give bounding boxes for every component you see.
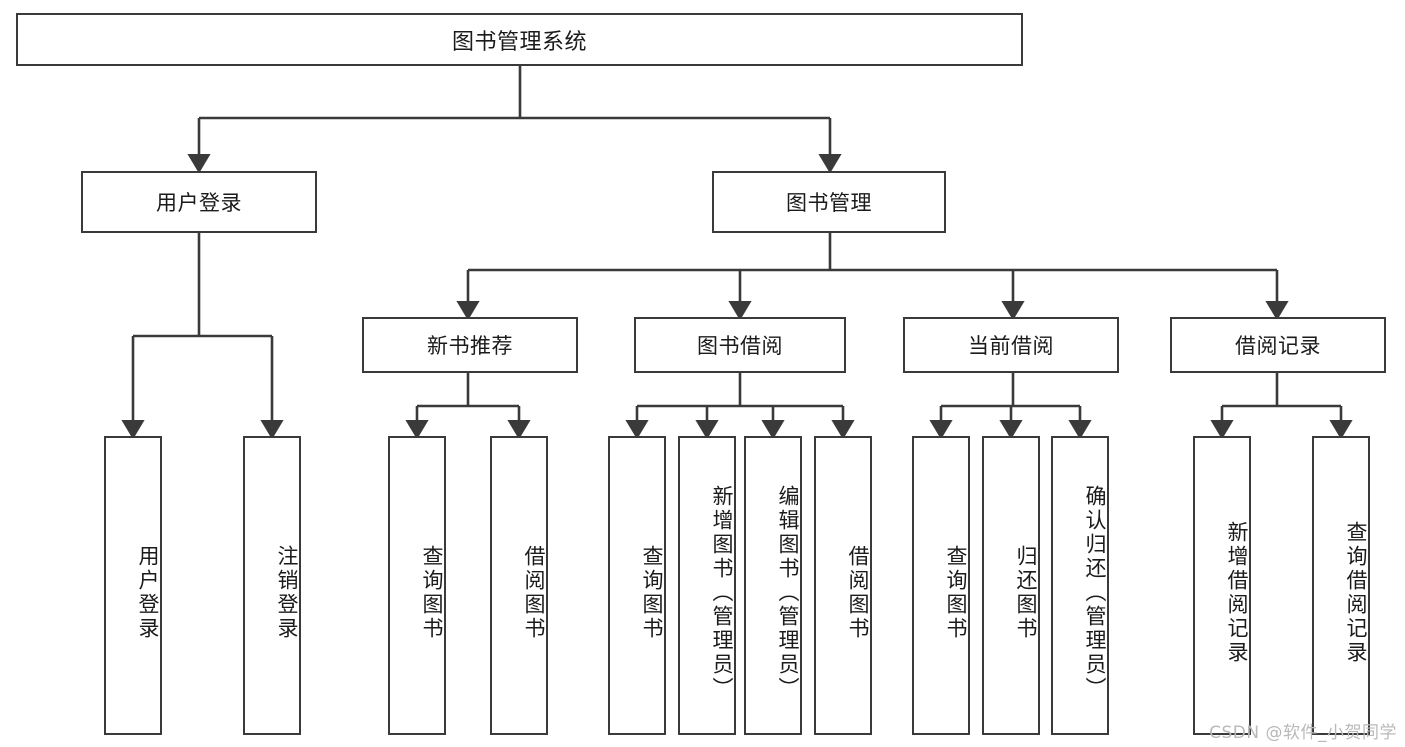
node-current-borrow[interactable]: 当前借阅 [903, 317, 1119, 373]
node-label: 确认归还（管理员） [1083, 484, 1107, 701]
node-label: 新书推荐 [427, 334, 513, 358]
node-label: 借阅记录 [1235, 334, 1321, 358]
node-label: 注销登录 [275, 544, 299, 641]
leaf-current-confirm-return-admin[interactable]: 确认归还（管理员） [1051, 436, 1109, 735]
node-label: 用户登录 [156, 191, 242, 215]
leaf-borrow-borrow-book[interactable]: 借阅图书 [814, 436, 872, 735]
node-label: 查询图书 [640, 544, 664, 641]
node-label: 图书管理 [786, 191, 872, 215]
node-user-login[interactable]: 用户登录 [81, 171, 317, 233]
node-label: 编辑图书（管理员） [776, 484, 800, 701]
node-label: 用户登录 [136, 544, 160, 641]
node-label: 查询图书 [944, 544, 968, 641]
csdn-watermark: CSDN @软件_小贺同学 [1209, 723, 1397, 743]
node-label: 图书管理系统 [451, 29, 587, 55]
leaf-recommend-borrow-book[interactable]: 借阅图书 [490, 436, 548, 735]
node-label: 图书借阅 [697, 334, 783, 358]
node-borrow-record[interactable]: 借阅记录 [1170, 317, 1386, 373]
node-label: 查询借阅记录 [1344, 520, 1368, 665]
node-book-borrow[interactable]: 图书借阅 [634, 317, 846, 373]
leaf-user-login-logout[interactable]: 注销登录 [243, 436, 301, 735]
node-label: 查询图书 [420, 544, 444, 641]
node-label: 借阅图书 [846, 544, 870, 641]
leaf-recommend-query-book[interactable]: 查询图书 [388, 436, 446, 735]
leaf-user-login-login[interactable]: 用户登录 [104, 436, 162, 735]
node-label: 当前借阅 [968, 334, 1054, 358]
node-new-book-recommend[interactable]: 新书推荐 [362, 317, 578, 373]
leaf-current-return-book[interactable]: 归还图书 [982, 436, 1040, 735]
node-label: 新增图书（管理员） [710, 484, 734, 701]
node-label: 新增借阅记录 [1225, 520, 1249, 665]
leaf-current-query-book[interactable]: 查询图书 [912, 436, 970, 735]
leaf-borrow-query-book[interactable]: 查询图书 [608, 436, 666, 735]
leaf-record-add-record[interactable]: 新增借阅记录 [1193, 436, 1251, 735]
node-book-management[interactable]: 图书管理 [712, 171, 946, 233]
leaf-borrow-add-book-admin[interactable]: 新增图书（管理员） [678, 436, 736, 735]
leaf-record-query-record[interactable]: 查询借阅记录 [1312, 436, 1370, 735]
node-label: 归还图书 [1014, 544, 1038, 641]
node-root-system[interactable]: 图书管理系统 [16, 13, 1023, 66]
node-label: 借阅图书 [522, 544, 546, 641]
leaf-borrow-edit-book-admin[interactable]: 编辑图书（管理员） [744, 436, 802, 735]
